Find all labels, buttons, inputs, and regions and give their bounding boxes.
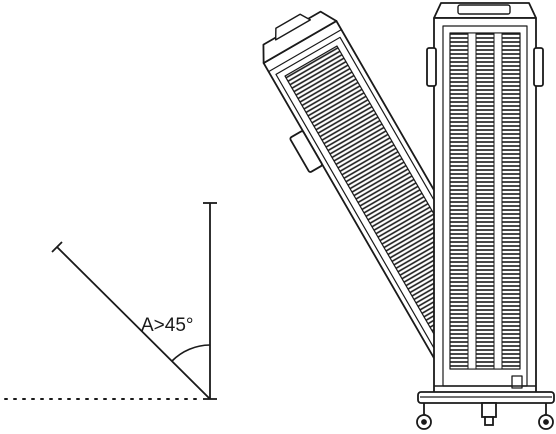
tilted-reference-line [56, 246, 211, 400]
tilted-panel-side-handle [289, 130, 323, 173]
tilted-panel-top-cap [262, 10, 338, 64]
angle-illustration [4, 202, 217, 400]
upright-panel-top-handle [457, 4, 511, 15]
upright-panel-left-column [467, 32, 477, 370]
tilted-panel-top-handle [274, 13, 312, 41]
tilted-panel-cap-edge [268, 29, 342, 73]
angle-arc [171, 344, 211, 362]
upright-panel-right-handle [533, 47, 544, 87]
caster-base [416, 391, 555, 430]
base-center-post [481, 402, 497, 418]
caster-right-hub [543, 419, 549, 425]
upright-panel-control-box [511, 375, 523, 389]
angle-label: A>45° [141, 315, 194, 336]
upright-heater-panel [426, 2, 544, 394]
upright-panel-heating-grid [449, 32, 521, 370]
upright-panel-right-column [493, 32, 503, 370]
upright-panel-left-handle [426, 47, 437, 87]
caster-left-hub [421, 419, 427, 425]
tilted-line-end-cap [51, 241, 63, 253]
base-center-post-foot [484, 416, 494, 426]
